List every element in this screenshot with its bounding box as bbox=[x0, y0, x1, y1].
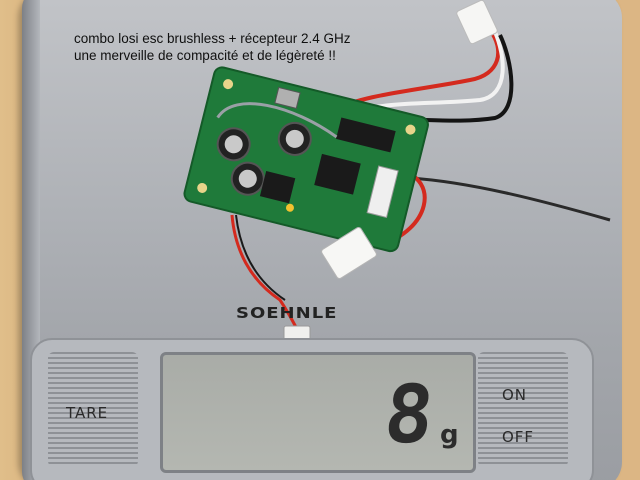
led bbox=[285, 203, 294, 212]
wire-bottom bbox=[230, 214, 302, 336]
tare-button[interactable]: TARE bbox=[66, 404, 109, 422]
photo-caption: combo losi esc brushless + récepteur 2.4… bbox=[74, 30, 434, 64]
tare-grille bbox=[48, 352, 138, 467]
servo-connector bbox=[321, 227, 377, 279]
caption-line-2: une merveille de compacité et de légèret… bbox=[74, 48, 336, 63]
scale-brand-logo: SOEHNLE bbox=[236, 304, 338, 323]
wire-red-top bbox=[333, 28, 501, 112]
lcd-display bbox=[160, 352, 476, 473]
pcb-board bbox=[183, 66, 429, 253]
chip bbox=[336, 117, 396, 153]
off-button[interactable]: OFF bbox=[502, 428, 535, 446]
antenna-trace bbox=[216, 102, 338, 139]
mount-hole bbox=[405, 124, 416, 135]
bind-button bbox=[274, 86, 301, 109]
on-off-grille bbox=[478, 352, 568, 467]
antenna-wire bbox=[409, 176, 611, 222]
mount-hole bbox=[223, 79, 234, 90]
weight-unit: g bbox=[440, 420, 459, 450]
wire-bottom-black bbox=[235, 214, 286, 301]
caption-line-1: combo losi esc brushless + récepteur 2.4… bbox=[74, 31, 351, 46]
on-button[interactable]: ON bbox=[502, 386, 528, 404]
chip bbox=[314, 153, 361, 195]
pin-header bbox=[366, 165, 399, 219]
mount-hole bbox=[197, 182, 208, 193]
top-connector bbox=[456, 0, 498, 45]
weight-readout: 8 bbox=[380, 368, 439, 461]
chip bbox=[259, 170, 296, 204]
